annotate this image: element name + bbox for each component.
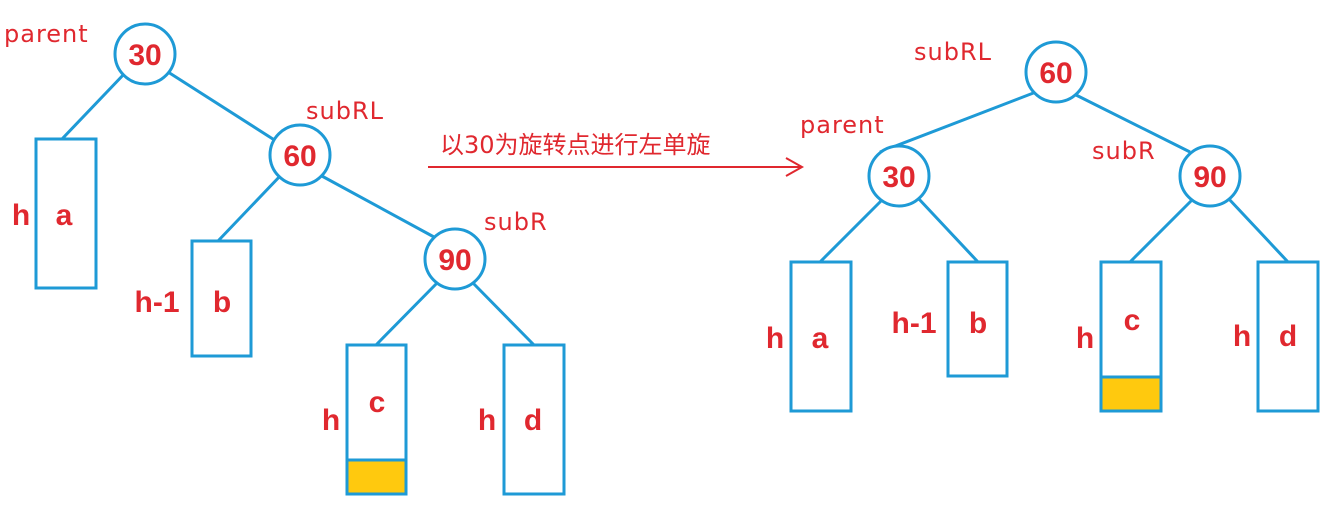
after-tree: 60 30 90 subRL parent subR a b c d h h-1… (766, 38, 1320, 413)
node-30-value: 30 (128, 39, 161, 72)
subtree-d-box (502, 343, 566, 496)
subtree-d-label: d (524, 404, 542, 437)
after-label-subRL: subRL (914, 38, 992, 66)
edge-60-90 (319, 173, 435, 239)
after-edge-60-90 (1075, 93, 1191, 154)
after-edge-30-b (916, 196, 980, 264)
after-edge-90-c (1128, 196, 1196, 264)
height-c: h (322, 404, 340, 437)
edge-30-a (60, 70, 128, 141)
after-node-90-value: 90 (1193, 161, 1226, 194)
after-subtree-b-box (946, 260, 1009, 378)
after-height-c: h (1076, 322, 1094, 355)
subtree-b-label: b (213, 286, 231, 319)
height-a: h (12, 199, 30, 232)
after-edge-30-a (818, 196, 886, 264)
after-subtree-c-label: c (1124, 304, 1141, 337)
subtree-c-highlight (345, 458, 408, 496)
after-height-d: h (1233, 320, 1251, 353)
after-subtree-d-box (1256, 260, 1320, 413)
arrow-head-icon (785, 157, 805, 177)
after-node-60-value: 60 (1039, 57, 1072, 90)
node-60-value: 60 (283, 140, 316, 173)
label-subRL: subRL (306, 97, 384, 125)
after-height-a: h (766, 322, 784, 355)
after-node-90 (1178, 144, 1242, 208)
subtree-c-label: c (369, 386, 386, 419)
subtree-b-box (190, 239, 253, 358)
rotation-arrow: 以30为旋转点进行左单旋 (428, 131, 805, 177)
subtree-a-box (34, 137, 98, 290)
after-edge-90-d (1226, 196, 1290, 264)
after-node-30-value: 30 (882, 161, 915, 194)
height-b: h-1 (135, 286, 180, 319)
after-subtree-a-label: a (812, 322, 829, 355)
label-parent: parent (4, 20, 89, 48)
subtree-a-label: a (56, 199, 73, 232)
height-d: h (478, 404, 496, 437)
edge-90-c (374, 278, 442, 347)
rotation-caption: 以30为旋转点进行左单旋 (440, 131, 711, 159)
node-60 (268, 123, 332, 187)
node-90-value: 90 (438, 244, 471, 277)
after-node-60 (1024, 40, 1088, 104)
edge-60-b (216, 172, 284, 243)
after-label-subR: subR (1092, 137, 1156, 165)
after-subtree-a-box (789, 260, 853, 413)
after-subtree-d-label: d (1279, 320, 1297, 353)
after-subtree-c-highlight (1099, 375, 1163, 413)
node-90 (423, 227, 487, 291)
after-edge-60-30 (879, 90, 1037, 154)
label-subR: subR (484, 208, 548, 236)
after-node-30 (867, 144, 931, 208)
edge-90-d (470, 280, 536, 347)
after-label-parent: parent (800, 111, 885, 139)
edge-30-60 (167, 70, 277, 143)
after-subtree-b-label: b (969, 307, 987, 340)
after-height-b: h-1 (892, 307, 937, 340)
node-30 (113, 22, 177, 86)
before-tree: 30 60 90 parent subRL subR a b c d h h-1… (4, 20, 566, 496)
